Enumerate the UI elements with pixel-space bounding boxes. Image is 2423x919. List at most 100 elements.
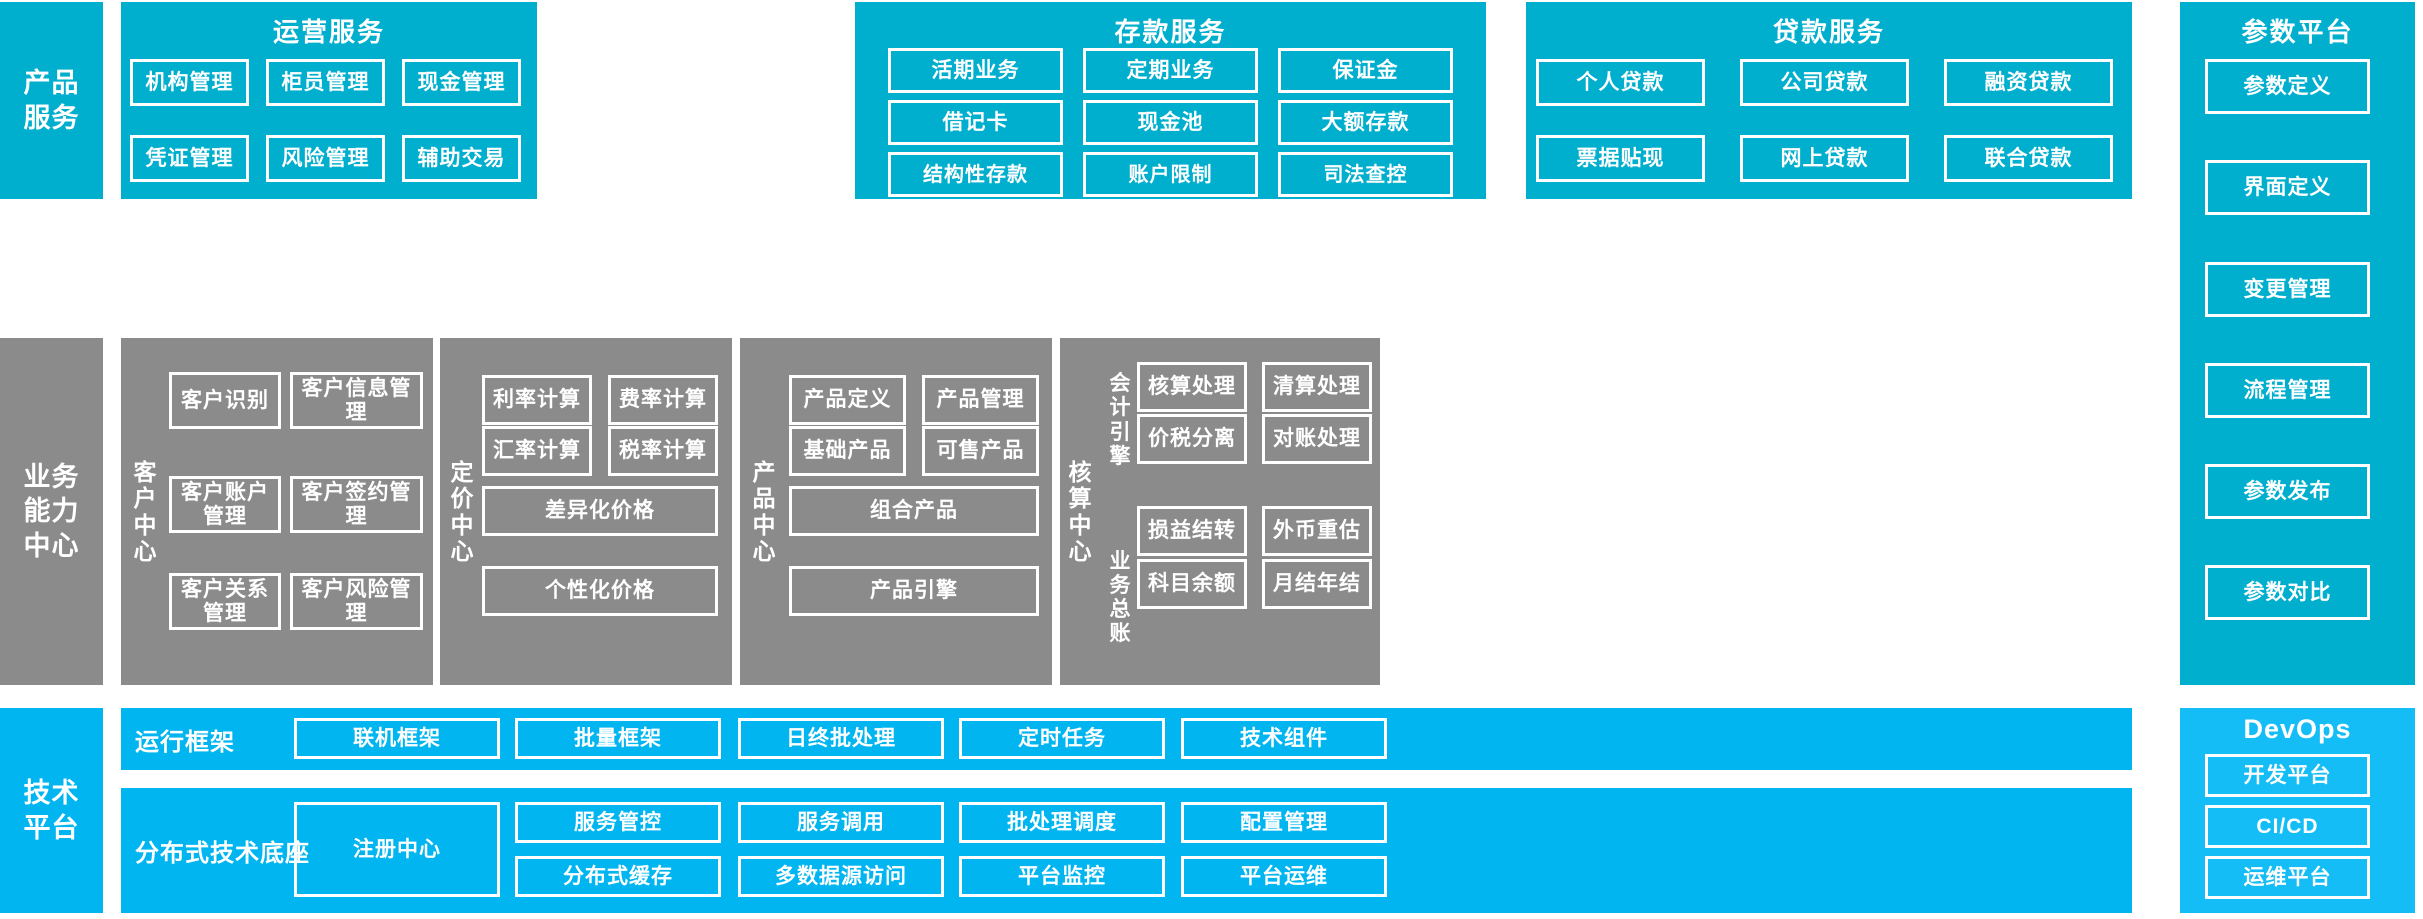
tech-row-distributed-base: 分布式技术底座 注册中心 服务管控 服务调用 批处理调度 配置管理 分布式缓存 … bbox=[121, 788, 2132, 913]
chip-accounting-3[interactable]: 对账处理 bbox=[1262, 414, 1372, 464]
chip-tech-grid-5[interactable]: 多数据源访问 bbox=[738, 856, 944, 897]
tech-row-runtime-framework: 运行框架 联机框架 批量框架 日终批处理 定时任务 技术组件 bbox=[121, 708, 2132, 770]
subgroup-label-accounting-engine: 会计引擎 bbox=[1109, 372, 1131, 468]
chip-tech-registry-center[interactable]: 注册中心 bbox=[294, 802, 500, 897]
chip-tech-runtime-1[interactable]: 批量框架 bbox=[515, 718, 721, 759]
chip-devops-2[interactable]: 运维平台 bbox=[2205, 856, 2370, 899]
chip-operation-3[interactable]: 凭证管理 bbox=[130, 135, 249, 182]
chip-devops-1[interactable]: CI/CD bbox=[2205, 805, 2370, 848]
panel-title-deposit-service: 存款服务 bbox=[1114, 17, 1227, 47]
chip-operation-1[interactable]: 柜员管理 bbox=[266, 59, 385, 106]
layer-label-bc-line-2: 能力 bbox=[23, 496, 80, 527]
layer-label-line-2: 服务 bbox=[23, 102, 80, 133]
layer-label-bc-line-1: 业务 bbox=[23, 461, 80, 492]
chip-deposit-2[interactable]: 保证金 bbox=[1278, 48, 1453, 93]
panel-title-operation-service: 运营服务 bbox=[272, 17, 385, 47]
layer-label-bc-line-3: 中心 bbox=[23, 530, 80, 561]
chip-tech-runtime-3[interactable]: 定时任务 bbox=[959, 718, 1165, 759]
subgroup-label-general-ledger: 业务总账 bbox=[1109, 549, 1131, 646]
panel-parameter-platform: 参数平台 参数定义 界面定义 变更管理 流程管理 参数发布 参数对比 bbox=[2180, 2, 2415, 685]
panel-title-loan-service: 贷款服务 bbox=[1772, 17, 1885, 47]
panel-loan-service: 贷款服务 个人贷款 公司贷款 融资贷款 票据贴现 网上贷款 联合贷款 bbox=[1526, 2, 2132, 199]
chip-accounting-0[interactable]: 核算处理 bbox=[1137, 362, 1247, 412]
chip-deposit-7[interactable]: 账户限制 bbox=[1083, 152, 1258, 197]
chip-accounting-7[interactable]: 月结年结 bbox=[1262, 559, 1372, 609]
center-customer: 客户中心 客户识别 客户信息管理 客户账户管理 客户签约管理 客户关系管理 客户… bbox=[121, 338, 433, 685]
chip-tech-runtime-0[interactable]: 联机框架 bbox=[294, 718, 500, 759]
center-pricing: 定价中心 利率计算 费率计算 汇率计算 税率计算 差异化价格 个性化价格 bbox=[440, 338, 732, 685]
chip-product-4[interactable]: 组合产品 bbox=[789, 486, 1039, 536]
panel-title-parameter-platform: 参数平台 bbox=[2241, 17, 2354, 47]
chip-customer-4[interactable]: 客户关系管理 bbox=[169, 573, 281, 630]
center-label-pricing: 定价中心 bbox=[450, 458, 474, 564]
layer-label-product-service: 产品 服务 bbox=[0, 2, 103, 199]
chip-devops-0[interactable]: 开发平台 bbox=[2205, 754, 2370, 797]
chip-accounting-5[interactable]: 外币重估 bbox=[1262, 506, 1372, 556]
center-label-accounting: 核算中心 bbox=[1068, 458, 1092, 564]
chip-tech-grid-2[interactable]: 批处理调度 bbox=[959, 802, 1165, 843]
chip-product-3[interactable]: 可售产品 bbox=[922, 426, 1039, 476]
chip-tech-grid-0[interactable]: 服务管控 bbox=[515, 802, 721, 843]
chip-parameter-5[interactable]: 参数对比 bbox=[2205, 565, 2370, 620]
chip-operation-2[interactable]: 现金管理 bbox=[402, 59, 521, 106]
chip-customer-3[interactable]: 客户签约管理 bbox=[290, 476, 423, 533]
chip-customer-0[interactable]: 客户识别 bbox=[169, 372, 281, 429]
chip-tech-runtime-2[interactable]: 日终批处理 bbox=[738, 718, 944, 759]
center-accounting: 核算中心 会计引擎 业务总账 核算处理 清算处理 价税分离 对账处理 损益结转 … bbox=[1060, 338, 1380, 685]
chip-product-0[interactable]: 产品定义 bbox=[789, 375, 906, 425]
chip-loan-2[interactable]: 融资贷款 bbox=[1944, 59, 2113, 106]
layer-label-business-capability: 业务 能力 中心 bbox=[0, 338, 103, 685]
chip-product-2[interactable]: 基础产品 bbox=[789, 426, 906, 476]
chip-deposit-6[interactable]: 结构性存款 bbox=[888, 152, 1063, 197]
chip-deposit-3[interactable]: 借记卡 bbox=[888, 100, 1063, 145]
chip-operation-5[interactable]: 辅助交易 bbox=[402, 135, 521, 182]
chip-product-1[interactable]: 产品管理 bbox=[922, 375, 1039, 425]
panel-operation-service: 运营服务 机构管理 柜员管理 现金管理 凭证管理 风险管理 辅助交易 bbox=[121, 2, 537, 199]
chip-pricing-3[interactable]: 税率计算 bbox=[608, 426, 718, 476]
tech-row-label-runtime: 运行框架 bbox=[135, 728, 235, 756]
chip-parameter-1[interactable]: 界面定义 bbox=[2205, 160, 2370, 215]
chip-accounting-2[interactable]: 价税分离 bbox=[1137, 414, 1247, 464]
chip-operation-4[interactable]: 风险管理 bbox=[266, 135, 385, 182]
panel-title-devops: DevOps bbox=[2243, 714, 2352, 744]
tech-row-label-distributed: 分布式技术底座 bbox=[135, 840, 310, 867]
chip-tech-grid-1[interactable]: 服务调用 bbox=[738, 802, 944, 843]
chip-accounting-4[interactable]: 损益结转 bbox=[1137, 506, 1247, 556]
chip-accounting-1[interactable]: 清算处理 bbox=[1262, 362, 1372, 412]
chip-pricing-5[interactable]: 个性化价格 bbox=[482, 566, 718, 616]
chip-pricing-1[interactable]: 费率计算 bbox=[608, 375, 718, 425]
chip-parameter-2[interactable]: 变更管理 bbox=[2205, 262, 2370, 317]
chip-operation-0[interactable]: 机构管理 bbox=[130, 59, 249, 106]
chip-tech-runtime-4[interactable]: 技术组件 bbox=[1181, 718, 1387, 759]
chip-deposit-8[interactable]: 司法查控 bbox=[1278, 152, 1453, 197]
chip-tech-grid-7[interactable]: 平台运维 bbox=[1181, 856, 1387, 897]
chip-deposit-5[interactable]: 大额存款 bbox=[1278, 100, 1453, 145]
chip-customer-1[interactable]: 客户信息管理 bbox=[290, 372, 423, 429]
chip-tech-grid-4[interactable]: 分布式缓存 bbox=[515, 856, 721, 897]
chip-loan-5[interactable]: 联合贷款 bbox=[1944, 135, 2113, 182]
chip-loan-0[interactable]: 个人贷款 bbox=[1536, 59, 1705, 106]
chip-parameter-3[interactable]: 流程管理 bbox=[2205, 363, 2370, 418]
chip-pricing-2[interactable]: 汇率计算 bbox=[482, 426, 592, 476]
chip-deposit-0[interactable]: 活期业务 bbox=[888, 48, 1063, 93]
chip-product-5[interactable]: 产品引擎 bbox=[789, 566, 1039, 616]
chip-loan-4[interactable]: 网上贷款 bbox=[1740, 135, 1909, 182]
chip-pricing-4[interactable]: 差异化价格 bbox=[482, 486, 718, 536]
center-label-product: 产品中心 bbox=[752, 458, 776, 564]
chip-pricing-0[interactable]: 利率计算 bbox=[482, 375, 592, 425]
layer-label-tp-line-1: 技术 bbox=[23, 777, 80, 808]
chip-tech-grid-3[interactable]: 配置管理 bbox=[1181, 802, 1387, 843]
panel-deposit-service: 存款服务 活期业务 定期业务 保证金 借记卡 现金池 大额存款 结构性存款 账户… bbox=[855, 2, 1486, 199]
chip-loan-1[interactable]: 公司贷款 bbox=[1740, 59, 1909, 106]
chip-parameter-4[interactable]: 参数发布 bbox=[2205, 464, 2370, 519]
chip-customer-5[interactable]: 客户风险管理 bbox=[290, 573, 423, 630]
chip-parameter-0[interactable]: 参数定义 bbox=[2205, 59, 2370, 114]
chip-accounting-6[interactable]: 科目余额 bbox=[1137, 559, 1247, 609]
chip-deposit-4[interactable]: 现金池 bbox=[1083, 100, 1258, 145]
chip-loan-3[interactable]: 票据贴现 bbox=[1536, 135, 1705, 182]
chip-deposit-1[interactable]: 定期业务 bbox=[1083, 48, 1258, 93]
chip-tech-grid-6[interactable]: 平台监控 bbox=[959, 856, 1165, 897]
center-label-customer: 客户中心 bbox=[133, 458, 157, 564]
chip-customer-2[interactable]: 客户账户管理 bbox=[169, 476, 281, 533]
